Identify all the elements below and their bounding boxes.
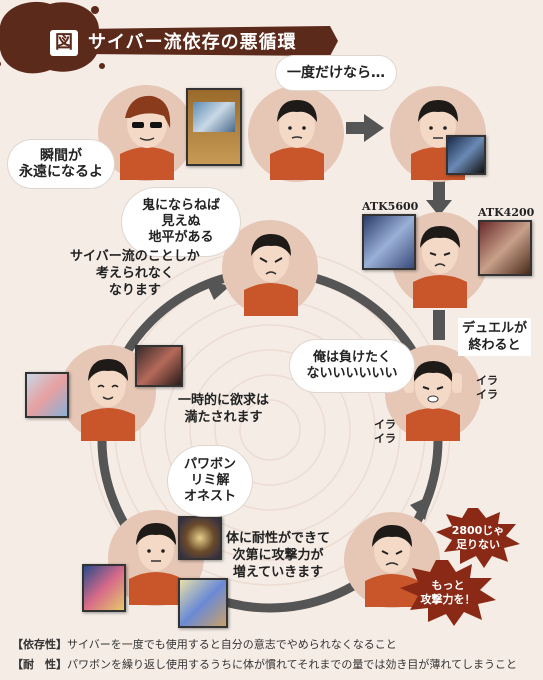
person-screaming-icon: [404, 361, 462, 441]
card-summon-image: [446, 135, 486, 175]
atk-5600-label: ATK5600: [362, 200, 419, 213]
person-duel-icon: [413, 226, 467, 308]
cyber-only-label: サイバー流のことしか 考えられなく なります: [70, 249, 200, 298]
tolerance-label: 体に耐性ができて 次第に攻撃力が 増えていきます: [226, 531, 331, 580]
card-bottom-top-image: [178, 516, 222, 560]
bubble-power-bond: パワボン リミ解 オネスト: [168, 446, 252, 516]
footer-tag-dependency: 【依存性】: [12, 638, 67, 651]
arrow-down-2: [433, 310, 445, 340]
card-left-small-image: [25, 372, 69, 418]
bubble-just-once: 一度だけなら…: [276, 56, 396, 90]
duel-end-label: デュエルが 終わると: [458, 318, 532, 356]
person-heart-icon: [129, 523, 183, 605]
arrow-down-1-head: [426, 200, 452, 216]
person-sunglasses-icon: [120, 95, 174, 180]
footer-line-1: 【依存性】サイバーを一度でも使用すると自分の意志でやめられなくなること: [12, 636, 397, 652]
person-shaking-icon: [365, 525, 419, 607]
page-title: サイバー流依存の悪循環: [88, 32, 297, 53]
footer-text-tolerance: パワボンを繰り返し使用するうちに体が慣れてそれまでの量では効き目が薄れてしまうこ…: [67, 658, 518, 671]
card-bottom-left-image: [82, 564, 126, 612]
card-bottom-right-image: [178, 578, 228, 628]
irritation-label-2: イラ イラ: [374, 418, 396, 445]
bubble-demon-horizon: 鬼にならねば 見えぬ 地平がある: [122, 188, 240, 256]
burst-more-attack: もっと 攻撃力を！: [420, 579, 476, 606]
arrow-right-head: [364, 114, 384, 142]
arrow-down-1: [433, 180, 445, 202]
person-content-icon: [81, 359, 135, 441]
title-band: [80, 26, 338, 56]
card-atk5600-image: [362, 214, 416, 270]
footer-line-2: 【耐 性】パワボンを繰り返し使用するうちに体が慣れてそれまでの量では効き目が薄れ…: [12, 656, 517, 672]
irritation-label-1: イラ イラ: [476, 374, 498, 401]
atk-4200-label: ATK4200: [478, 206, 535, 219]
person-frown-icon: [244, 234, 298, 316]
person-thinking-icon: [270, 100, 324, 180]
bubble-moment-eternal: 瞬間が 永遠になるよ: [8, 140, 114, 188]
burst-shape-2: [400, 560, 496, 626]
card-left-image: [135, 345, 183, 387]
bubble-dont-want-lose: 俺は負けたく ないいいいいい: [290, 340, 414, 392]
card-cyber-dragon: [186, 88, 242, 166]
card-atk4200-image: [478, 220, 532, 276]
footer-text-dependency: サイバーを一度でも使用すると自分の意志でやめられなくなること: [67, 638, 397, 651]
burst-shape-1: [436, 508, 520, 568]
arrow-right: [346, 122, 366, 134]
temporary-label: 一時的に欲求は 満たされます: [178, 393, 270, 425]
figure-badge: 図: [50, 30, 78, 56]
burst-not-enough: 2800じゃ 足りない: [451, 524, 505, 551]
footer-tag-tolerance: 【耐 性】: [12, 658, 67, 671]
